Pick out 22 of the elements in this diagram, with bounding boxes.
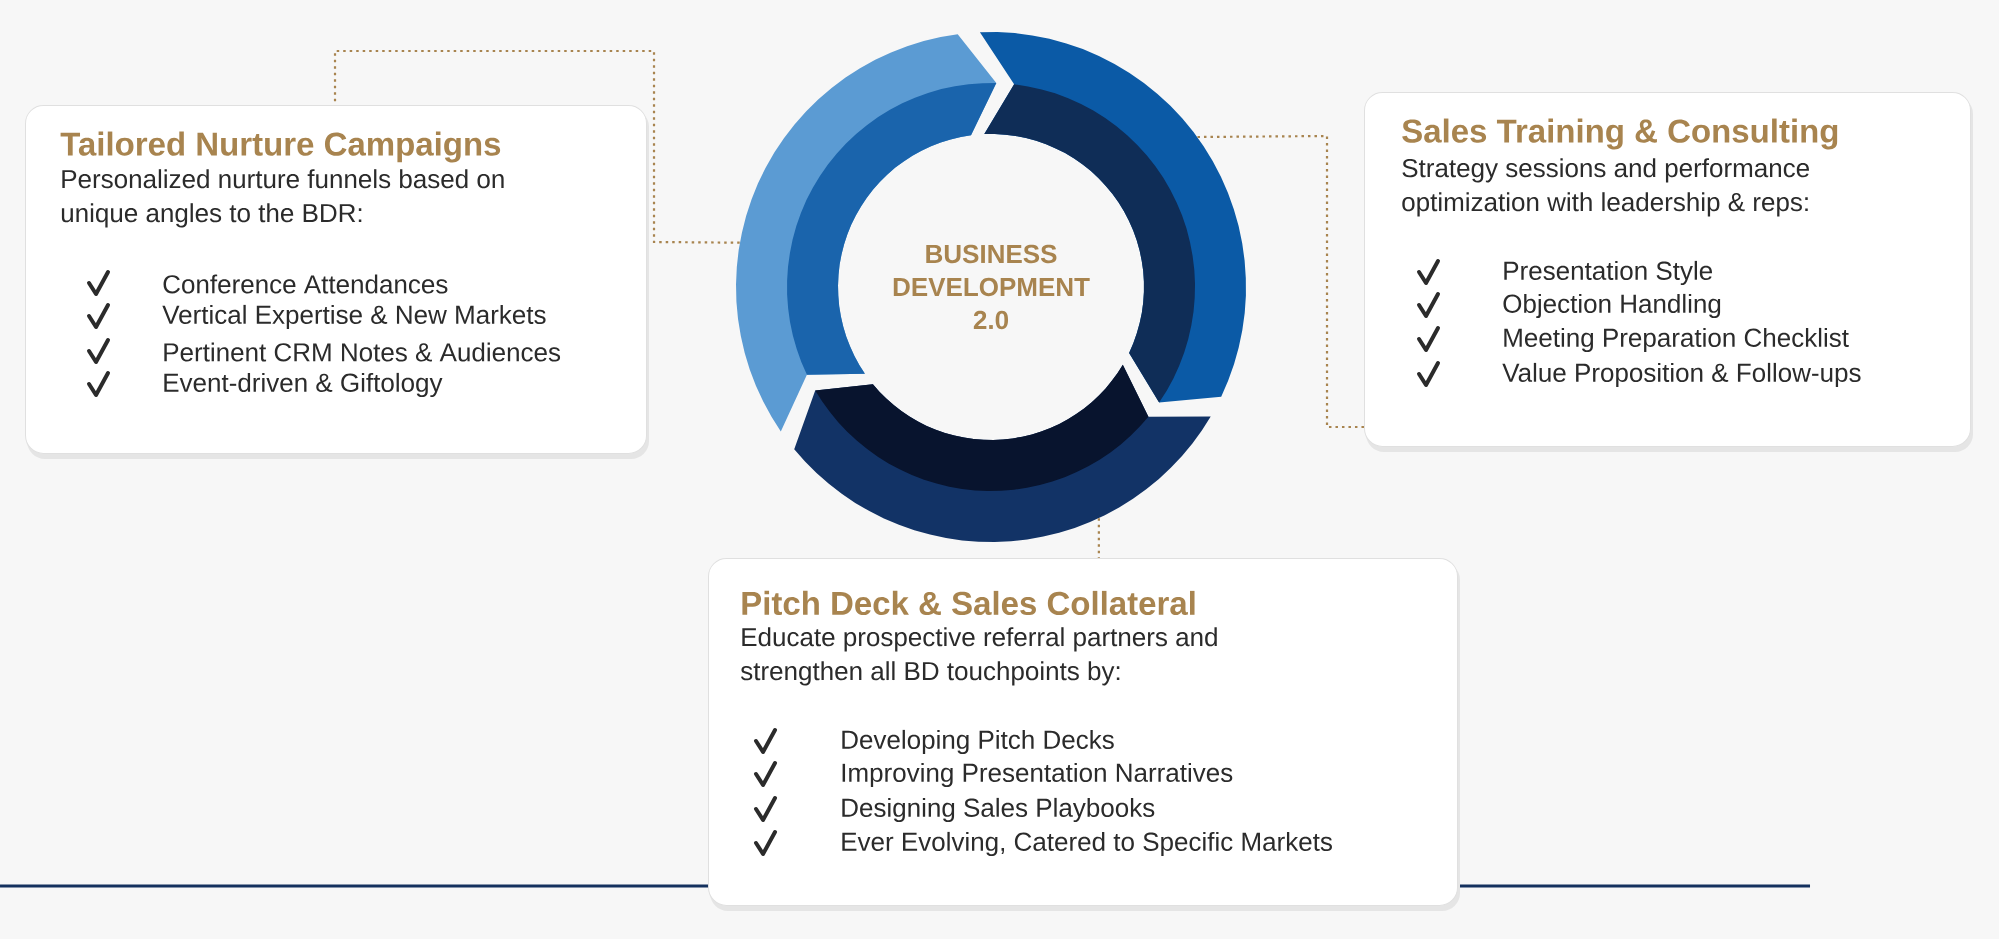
list-item: Pertinent CRM Notes & Audiences	[164, 342, 561, 362]
card-description: Personalized nurture funnels based on unique angles to the BDR:	[61, 169, 504, 228]
card-heading: Tailored Nurture Campaigns	[60, 131, 501, 163]
list-item: Ever Evolving, Catered to Specific Markets	[842, 831, 1332, 857]
card-heading: Pitch Deck & Sales Collateral	[742, 590, 1195, 616]
list-item: Event-driven & Giftology	[164, 372, 443, 398]
list-item: Meeting Preparation Checklist	[1504, 327, 1849, 353]
leader-line	[1197, 134, 1364, 429]
list-item: Objection Handling	[1503, 293, 1721, 319]
ring-title: BUSINESS DEVELOPMENT 2.0	[893, 244, 1090, 330]
list-item: Developing Pitch Decks	[842, 729, 1114, 755]
card-heading: Sales Training & Consulting	[1402, 118, 1838, 150]
card-description: Educate prospective referral partners and strengthen all BD touchpoints by:	[740, 627, 1217, 686]
leader-line	[1097, 518, 1100, 558]
list-item: Improving Presentation Narratives	[842, 762, 1233, 788]
list-item: Presentation Style	[1504, 260, 1712, 286]
list-item: Vertical Expertise & New Markets	[162, 304, 546, 330]
list-item: Value Proposition & Follow-ups	[1502, 362, 1861, 388]
leader-line	[333, 49, 740, 244]
card-description: Strategy sessions and performance optimization with leadership & reps:	[1402, 158, 1809, 217]
list-item: Conference Attendances	[163, 274, 448, 294]
list-item: Designing Sales Playbooks	[842, 797, 1155, 823]
